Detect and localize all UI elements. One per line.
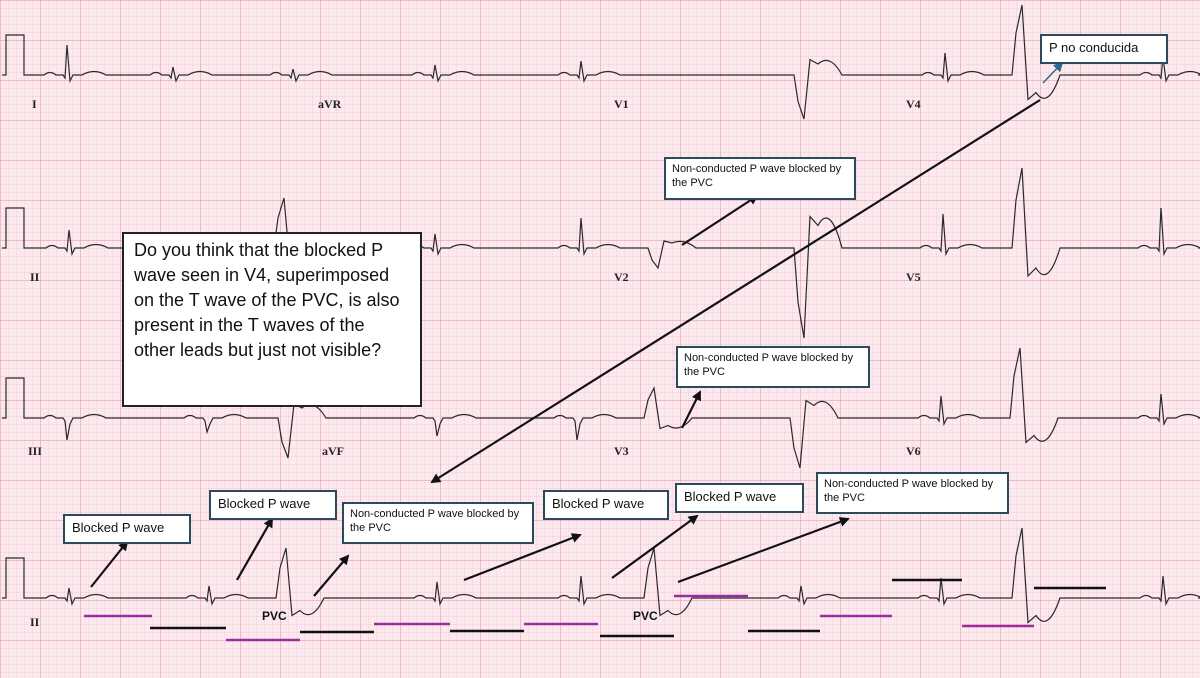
lead-label-I: I xyxy=(32,97,37,111)
lead-label-V3: V3 xyxy=(614,444,629,458)
nonconducted-box-v3: Non-conducted P wave blocked by the PVC xyxy=(676,346,870,388)
pvc-label-2: PVC xyxy=(633,609,658,623)
arrow-nonconducted-1 xyxy=(313,554,350,597)
blocked-p-wave-box-1: Blocked P wave xyxy=(63,514,191,544)
lead-label-V1: V1 xyxy=(614,97,629,111)
ecg-trace-line xyxy=(2,347,1200,469)
arrow-blocked-1 xyxy=(90,540,129,588)
blocked-p-wave-box-3: Blocked P wave xyxy=(543,490,669,520)
arrow-nonconducted-4 xyxy=(677,517,850,584)
question-box: Do you think that the blocked P wave see… xyxy=(122,232,422,407)
arrow-v2 xyxy=(681,194,759,246)
pvc-label-1: PVC xyxy=(262,609,287,623)
arrow-blocked-2 xyxy=(236,517,273,581)
lead-label-rhythm-II: II xyxy=(30,615,40,629)
lead-label-II: II xyxy=(30,270,40,284)
arrow-long xyxy=(430,99,1041,484)
arrow-p-no-conducida xyxy=(1042,61,1064,84)
lead-label-III: III xyxy=(28,444,42,458)
arrow-v3 xyxy=(681,390,701,429)
nonconducted-box-rhythm-1: Non-conducted P wave blocked by the PVC xyxy=(342,502,534,544)
lead-label-aVR: aVR xyxy=(318,97,342,111)
arrow-blocked-3 xyxy=(463,533,582,582)
lead-label-V2: V2 xyxy=(614,270,629,284)
ecg-trace-line xyxy=(2,527,1200,624)
blocked-p-wave-box-4: Blocked P wave xyxy=(675,483,804,513)
ecg-trace-line xyxy=(2,4,1200,120)
arrow-blocked-4 xyxy=(611,514,699,579)
lead-label-aVF: aVF xyxy=(322,444,344,458)
nonconducted-box-rhythm-2: Non-conducted P wave blocked by the PVC xyxy=(816,472,1009,514)
blocked-p-wave-box-2: Blocked P wave xyxy=(209,490,337,520)
nonconducted-box-v2: Non-conducted P wave blocked by the PVC xyxy=(664,157,856,200)
lead-label-V6: V6 xyxy=(906,444,921,458)
lead-label-V5: V5 xyxy=(906,270,921,284)
p-no-conducida-box: P no conducida xyxy=(1040,34,1168,64)
lead-label-V4: V4 xyxy=(906,97,921,111)
